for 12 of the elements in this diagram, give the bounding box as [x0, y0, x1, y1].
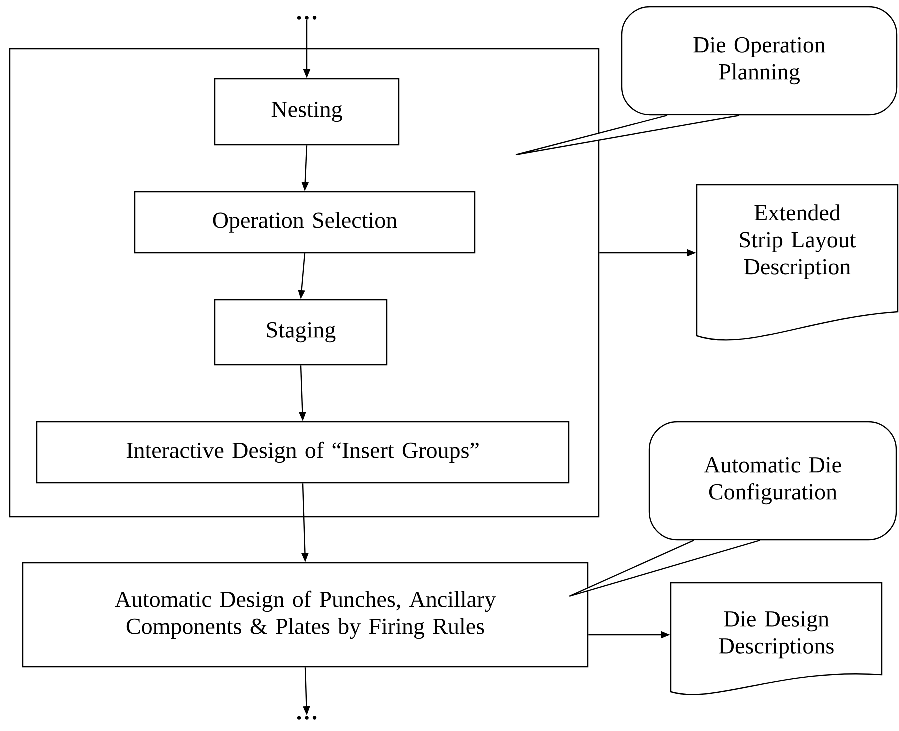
group-frame: [9, 48, 600, 518]
process-box: Staging: [214, 299, 388, 366]
callout-pointer: [515, 115, 740, 156]
process-box: Nesting: [214, 78, 400, 146]
ellipsis-text: …: [297, 16, 317, 20]
process-box: Operation Selection: [134, 191, 476, 254]
callout-bubble: Die Operation Planning: [621, 6, 898, 116]
callout-pointer: [569, 540, 761, 597]
callout-bubble: Automatic Die Configuration: [648, 421, 898, 541]
process-box: Automatic Design of Punches, Ancillary Components & Plates by Firing Rules: [22, 562, 589, 668]
ellipsis-text: …: [297, 716, 317, 720]
process-box: Interactive Design of “Insert Groups”: [36, 421, 570, 484]
